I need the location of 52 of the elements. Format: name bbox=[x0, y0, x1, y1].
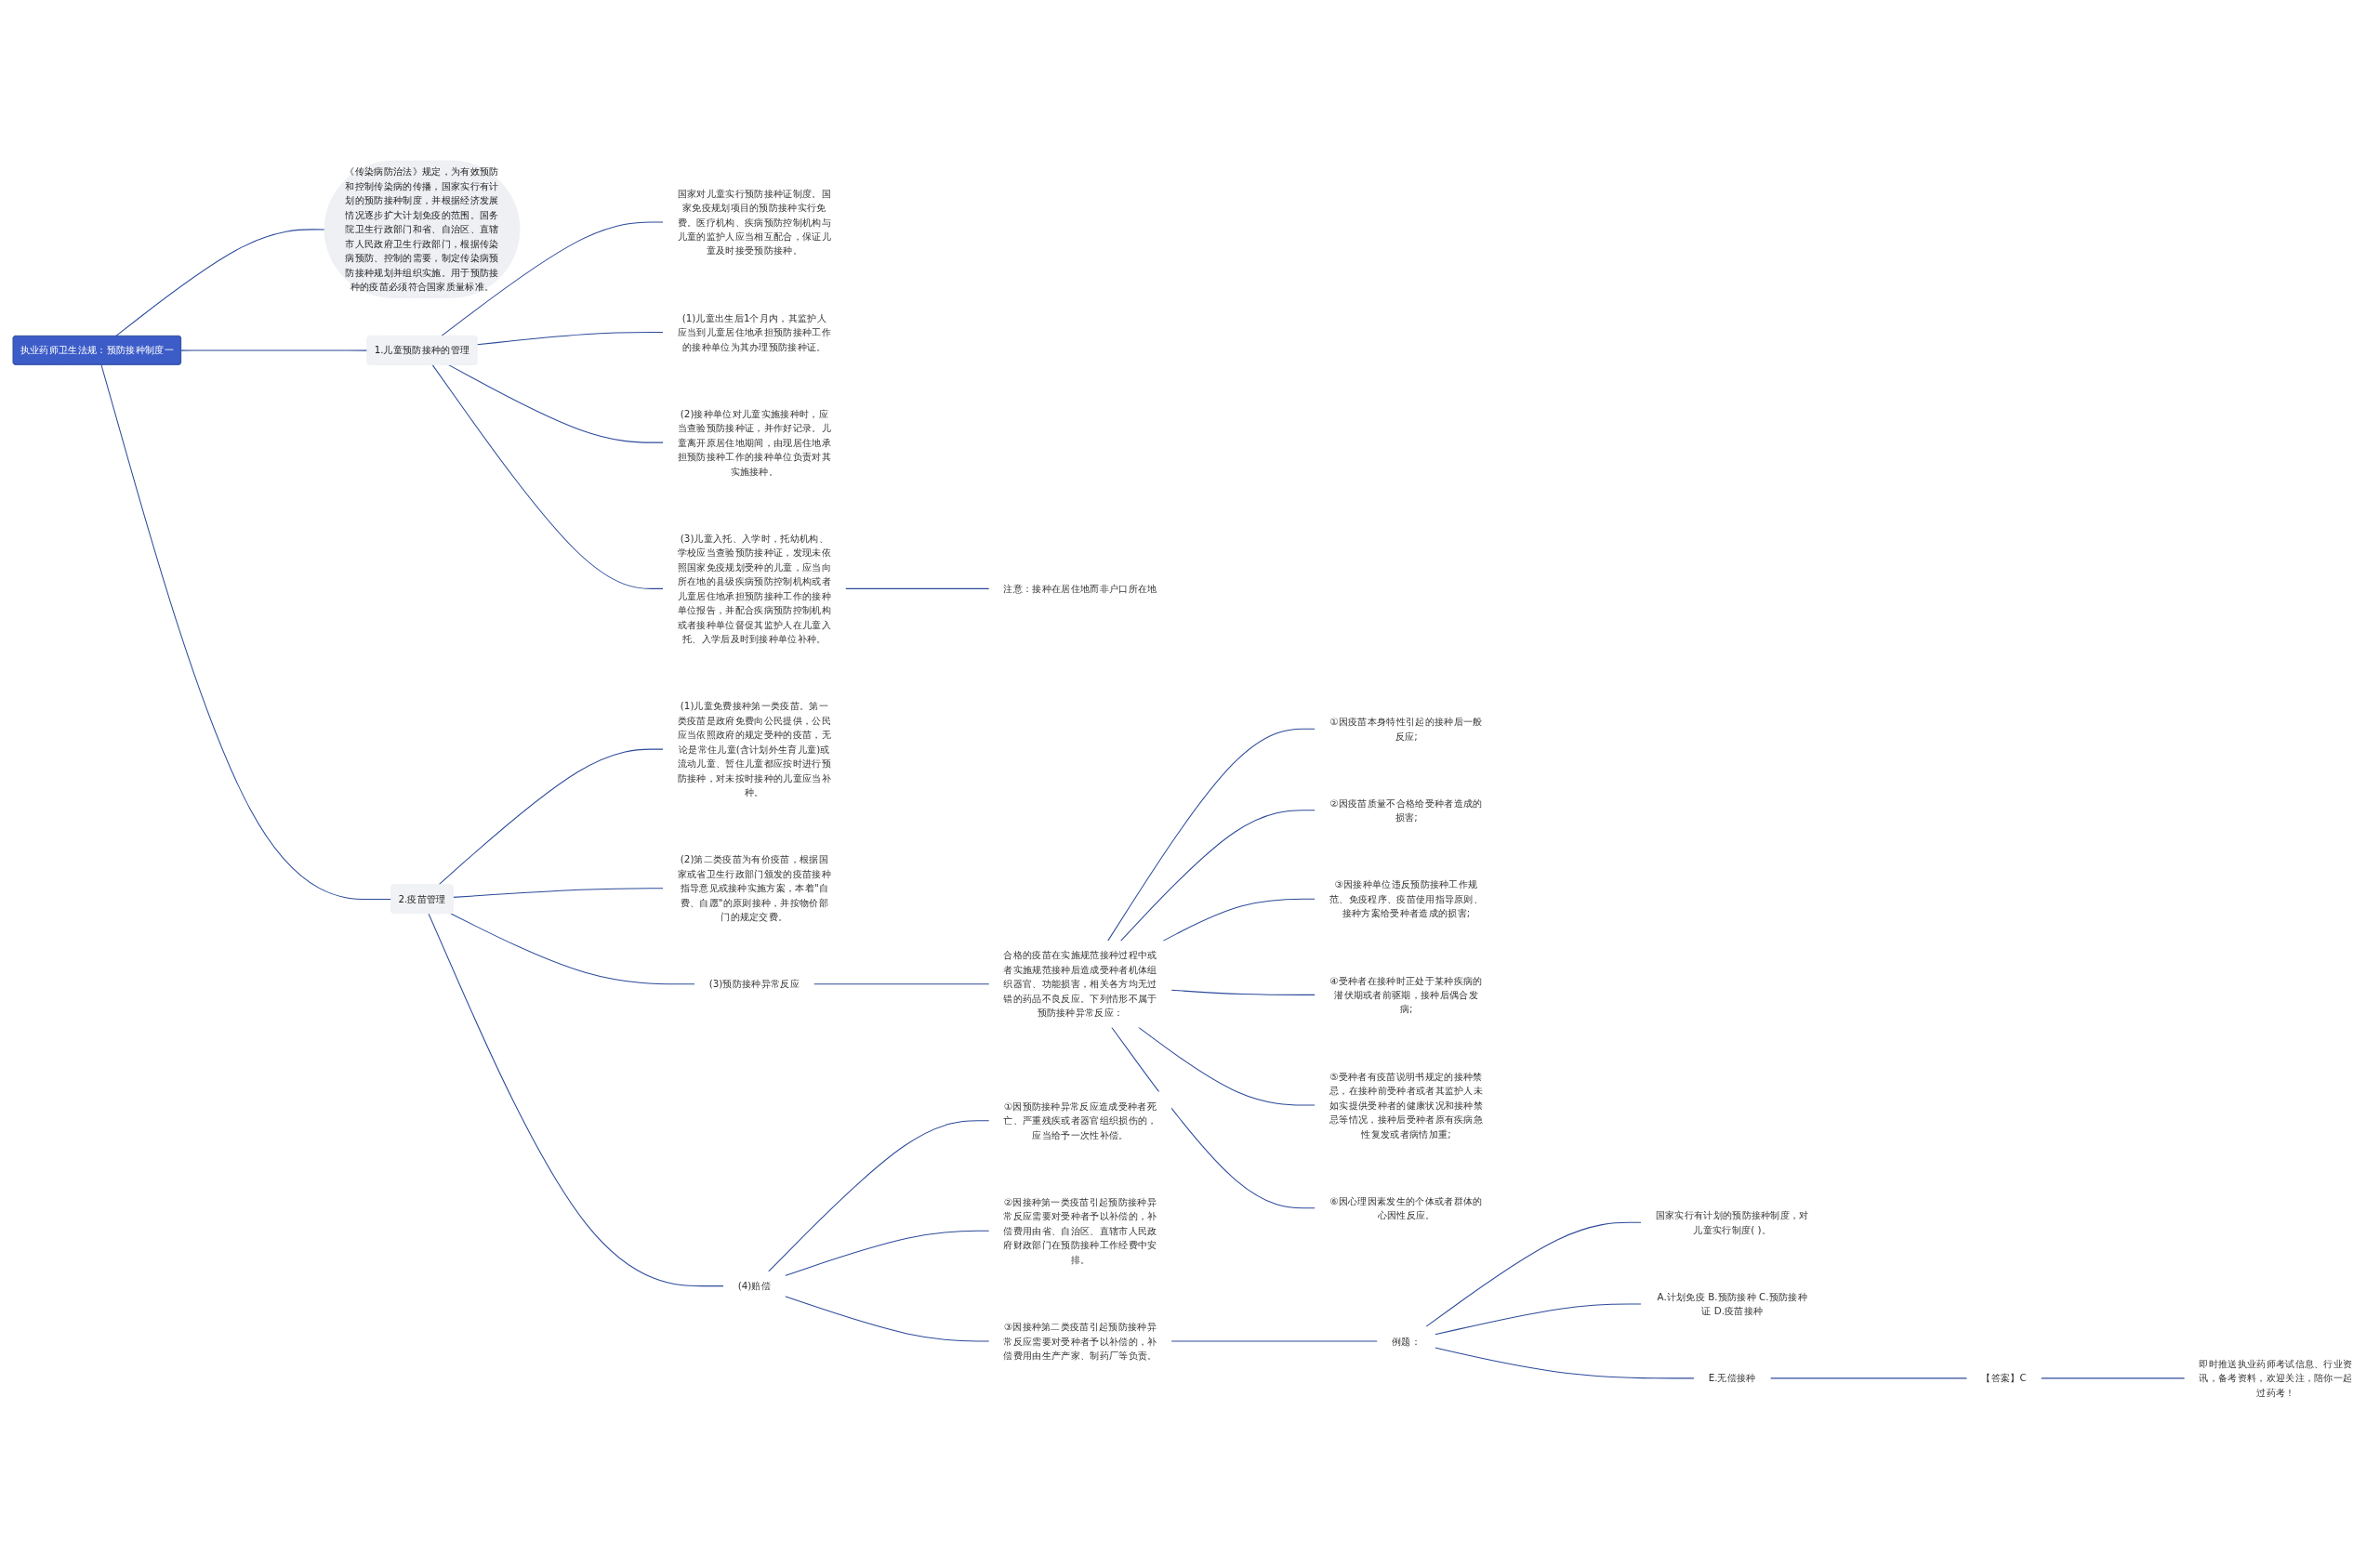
node-text: 国家对儿童实行预防接种证制度。国家免疫规划项目的预防接种实行免费。医疗机构、疾病预防控制机构与儿童的监护人应当相互配合，保证儿童及时接受预防接种。 bbox=[677, 187, 831, 257]
node-text: 例题： bbox=[1392, 1335, 1421, 1348]
connector bbox=[1435, 1347, 1695, 1379]
node-text: (4)赔偿 bbox=[737, 1280, 771, 1292]
connector bbox=[813, 983, 990, 985]
node-text: ③因接种单位违反预防接种工作规范、免疫程序、疫苗使用指导原则、接种方案给受种者造成的损害; bbox=[1329, 878, 1484, 919]
connector bbox=[1162, 898, 1316, 942]
node-text: ②因接种第一类疫苗引起预防接种异常反应需要对受种者予以补偿的，补偿费用由省、自治区、直辖市人民政府财政部门在预防接种工作经费中安排。 bbox=[1003, 1196, 1157, 1266]
node-text: 国家实行有计划的预防接种制度，对儿童实行制度( )。 bbox=[1655, 1209, 1809, 1236]
node-text: (3)预防接种异常反应 bbox=[708, 978, 800, 990]
node-text: (1)儿童出生后1个月内，其监护人应当到儿童居住地承担预防接种工作的接种单位为其办理预防接种证。 bbox=[677, 311, 831, 353]
node-text: 注意：接种在居住地而非户口所在地 bbox=[1003, 583, 1157, 595]
node-text: 即时推送执业药师考试信息、行业资讯，备考资料，欢迎关注，陪你一起过药考！ bbox=[2199, 1358, 2353, 1399]
connector bbox=[453, 888, 664, 898]
node-text: 合格的疫苗在实施规范接种过程中或者实施规范接种后造成受种者机体组织器官、功能损害，相关各方均无过错的药品不良反应。下列情形不属于预防接种异常反应： bbox=[1003, 949, 1157, 1019]
connector bbox=[1119, 810, 1316, 942]
connector bbox=[428, 913, 724, 1287]
node-text: ⑤受种者有疫苗说明书规定的接种禁忌，在接种前受种者或者其监护人未如实提供受种者的健康状况和接种禁忌等情况，接种后受种者原有疾病急性复发或者病情加重; bbox=[1329, 1070, 1484, 1140]
connector bbox=[100, 364, 392, 901]
connector bbox=[1137, 1026, 1316, 1106]
node-text: ⑥因心理因素发生的个体或者群体的心因性反应。 bbox=[1329, 1194, 1483, 1221]
connector bbox=[448, 364, 664, 443]
node-text: ①因疫苗本身特性引起的接种后一般反应; bbox=[1329, 716, 1483, 743]
connector bbox=[2040, 1377, 2186, 1379]
node-text: ②因疫苗质量不合格给受种者造成的损害; bbox=[1329, 797, 1483, 824]
connector bbox=[438, 748, 664, 886]
node-text: E.无偿接种 bbox=[1708, 1372, 1756, 1385]
connector bbox=[784, 1296, 990, 1342]
connector bbox=[180, 349, 368, 351]
node-text: (2)第二类疫苗为有价疫苗，根据国家或省卫生行政部门颁发的疫苗接种指导意见或接种实施方案，本着"自费、自愿"的原则接种，并按物价部门的规定交费。 bbox=[677, 853, 831, 923]
node-text: ③因接种第二类疫苗引起预防接种异常反应需要对受种者予以补偿的，补偿费用由生产产家、制药厂等负责。 bbox=[1003, 1321, 1157, 1362]
node-text: ④受种者在接种时正处于某种疾病的潜伏期或者前驱期，接种后偶合发病; bbox=[1329, 974, 1483, 1016]
connector bbox=[1170, 989, 1316, 995]
connector bbox=[1435, 1303, 1642, 1336]
connector bbox=[115, 229, 326, 337]
connector bbox=[1769, 1377, 1968, 1379]
connector bbox=[431, 364, 664, 589]
connector bbox=[441, 221, 664, 337]
node-text: (1)儿童免费接种第一类疫苗。第一类疫苗是政府免费向公民提供，公民应当依照政府的规定受种的疫苗，无论是常住儿童(含计划外生育儿童)或流动儿童、暂住儿童都应按时进行预防接种，对未按时接种的儿童应当补种。 bbox=[677, 700, 831, 798]
connector bbox=[784, 1230, 990, 1276]
connector bbox=[844, 587, 990, 589]
node-text: (3)儿童入托、入学时，托幼机构、学校应当查验预防接种证，发现未依照国家免疫规划受种的儿童，应当向所在地的县级疾病预防控制机构或者儿童居住地承担预防接种工作的接种单位报告，并配合疾病预防控制机构或者接种单位督促其监护人在儿童入托、入学后及时到接种单位补种。 bbox=[677, 533, 831, 645]
node-text: 【答案】C bbox=[1981, 1372, 2027, 1385]
connector bbox=[1425, 1221, 1642, 1327]
connector bbox=[476, 332, 664, 346]
node-text: (2)接种单位对儿童实施接种时，应当查验预防接种证，并作好记录。儿童离开原居住地期间，由现居住地承担预防接种工作的接种单位负责对其实施接种。 bbox=[677, 407, 831, 478]
connector bbox=[1111, 1026, 1316, 1209]
connector bbox=[450, 913, 695, 985]
node-text: ①因预防接种异常反应造成受种者死亡、严重残疾或者器官组织损伤的，应当给予一次性补偿。 bbox=[1003, 1100, 1157, 1141]
node-text: A.计划免疫 B.预防接种 C.预防接种证 D.疫苗接种 bbox=[1657, 1291, 1807, 1317]
connector bbox=[768, 1120, 990, 1272]
connector bbox=[1107, 728, 1316, 942]
